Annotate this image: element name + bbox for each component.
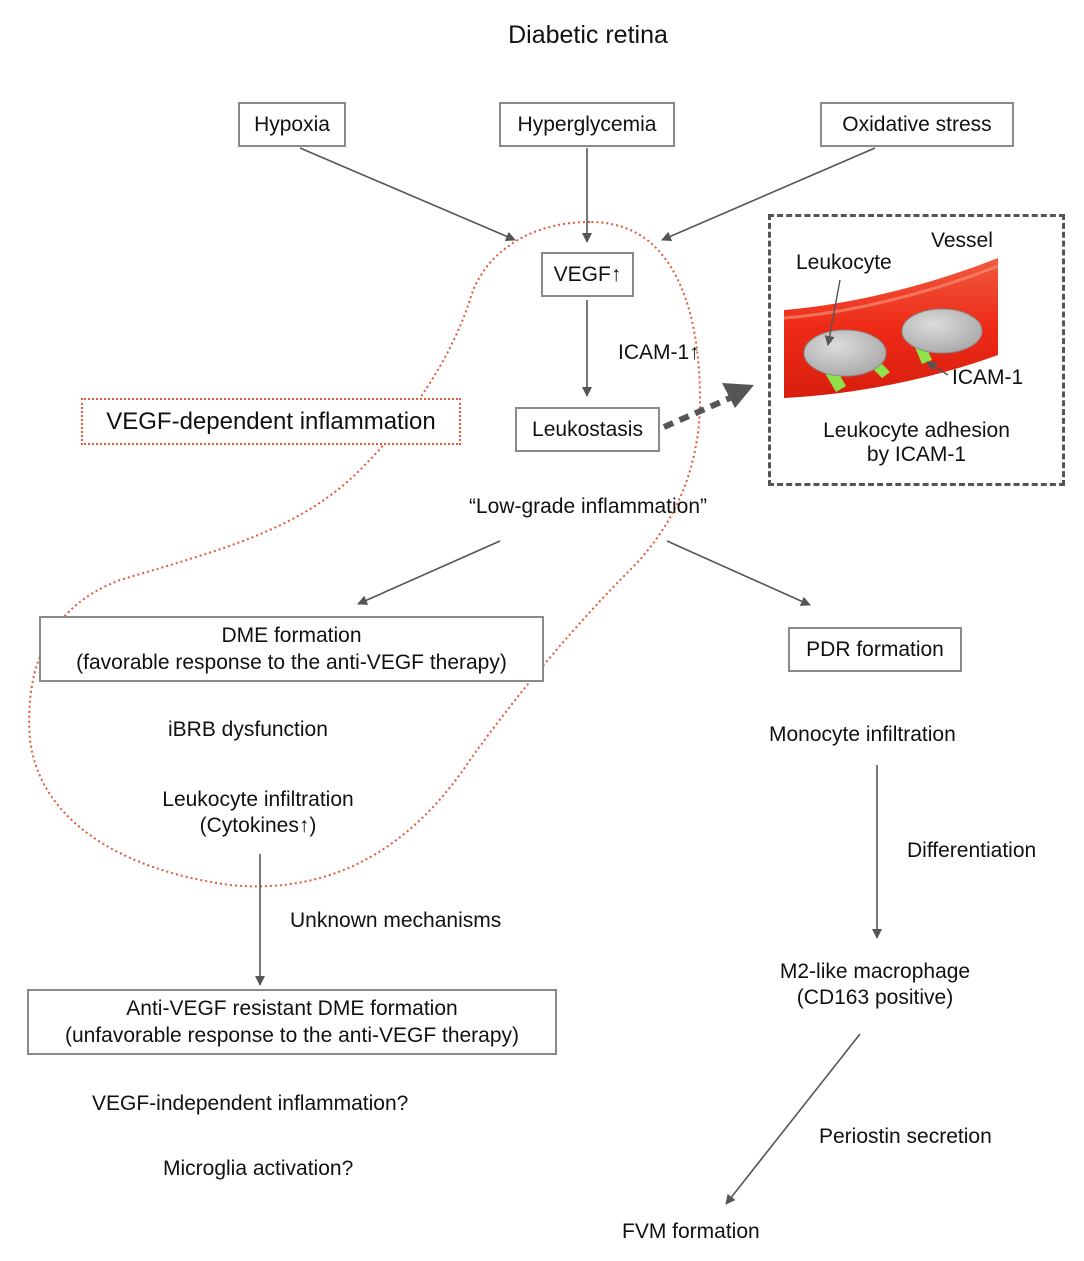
pdr-formation-label: PDR formation bbox=[806, 638, 944, 661]
arrow-to-pdr bbox=[666, 540, 811, 606]
vegf-label: VEGF↑ bbox=[553, 263, 622, 286]
unknown-mechanisms-label: Unknown mechanisms bbox=[290, 909, 502, 932]
inset-box bbox=[768, 214, 1065, 486]
hyperglycemia-label: Hyperglycemia bbox=[517, 113, 657, 136]
oxidative-stress-label: Oxidative stress bbox=[842, 113, 992, 136]
anti-vegf-resistant-line2: (unfavorable response to the anti-VEGF t… bbox=[64, 1024, 520, 1047]
ibrb-dysfunction-label: iBRB dysfunction bbox=[168, 718, 328, 741]
dme-formation-line2: (favorable response to the anti-VEGF the… bbox=[76, 651, 507, 674]
inset-caption-line2: by ICAM-1 bbox=[866, 443, 967, 466]
vessel-label: Vessel bbox=[931, 229, 993, 252]
vegf-dependent-inflammation-box: VEGF-dependent inflammation bbox=[81, 398, 461, 445]
icam-up-label: ICAM-1↑ bbox=[618, 341, 700, 364]
pdr-formation-box: PDR formation bbox=[788, 627, 962, 672]
monocyte-infiltration-label: Monocyte infiltration bbox=[769, 723, 956, 746]
hypoxia-label: Hypoxia bbox=[254, 113, 330, 136]
anti-vegf-resistant-line1: Anti-VEGF resistant DME formation bbox=[126, 997, 458, 1020]
hypoxia-box: Hypoxia bbox=[238, 102, 346, 147]
dme-formation-box: DME formation (favorable response to the… bbox=[39, 616, 544, 682]
periostin-secretion-label: Periostin secretion bbox=[819, 1125, 992, 1148]
arrow-hypoxia-to-vegf bbox=[299, 147, 516, 242]
icam-label: ICAM-1 bbox=[952, 366, 1024, 389]
icam-pointer bbox=[926, 361, 949, 376]
arrow-leukostasis-to-inset-head bbox=[722, 383, 754, 408]
microglia-label: Microglia activation? bbox=[163, 1157, 354, 1180]
dme-formation-line1: DME formation bbox=[221, 624, 362, 647]
anti-vegf-resistant-box: Anti-VEGF resistant DME formation (unfav… bbox=[27, 989, 557, 1055]
leukocyte-pointer bbox=[824, 279, 841, 346]
leukocyte-infiltration-line1: Leukocyte infiltration bbox=[162, 788, 354, 811]
vessel-highlight bbox=[783, 264, 999, 320]
leukocyte-cell-2 bbox=[901, 308, 983, 354]
leukocyte-cell-1 bbox=[803, 329, 887, 377]
arrow-m2-to-fvm bbox=[725, 1033, 861, 1205]
vegf-box: VEGF↑ bbox=[541, 252, 634, 297]
leukocyte-label: Leukocyte bbox=[796, 251, 892, 274]
fvm-formation-label: FVM formation bbox=[622, 1220, 760, 1243]
vegf-independent-label: VEGF-independent inflammation? bbox=[92, 1092, 409, 1115]
leukostasis-box: Leukostasis bbox=[515, 407, 660, 452]
m2-macrophage-line1: M2-like macrophage bbox=[779, 960, 971, 983]
m2-macrophage-line2: (CD163 positive) bbox=[796, 986, 954, 1009]
arrow-oxidative-to-vegf bbox=[661, 147, 876, 242]
arrow-leukostasis-to-inset bbox=[662, 395, 732, 430]
differentiation-label: Differentiation bbox=[907, 839, 1037, 862]
oxidative-stress-box: Oxidative stress bbox=[820, 102, 1014, 147]
leukocyte-infiltration-line2: (Cytokines↑) bbox=[199, 814, 317, 837]
vegf-dependent-inflammation-label: VEGF-dependent inflammation bbox=[106, 407, 436, 435]
leukostasis-label: Leukostasis bbox=[532, 418, 643, 441]
hyperglycemia-box: Hyperglycemia bbox=[499, 102, 675, 147]
diagram-title: Diabetic retina bbox=[508, 21, 668, 49]
low-grade-inflammation-label: “Low-grade inflammation” bbox=[468, 495, 708, 518]
arrow-to-dme bbox=[357, 540, 501, 605]
inset-caption-line1: Leukocyte adhesion bbox=[823, 419, 1010, 442]
